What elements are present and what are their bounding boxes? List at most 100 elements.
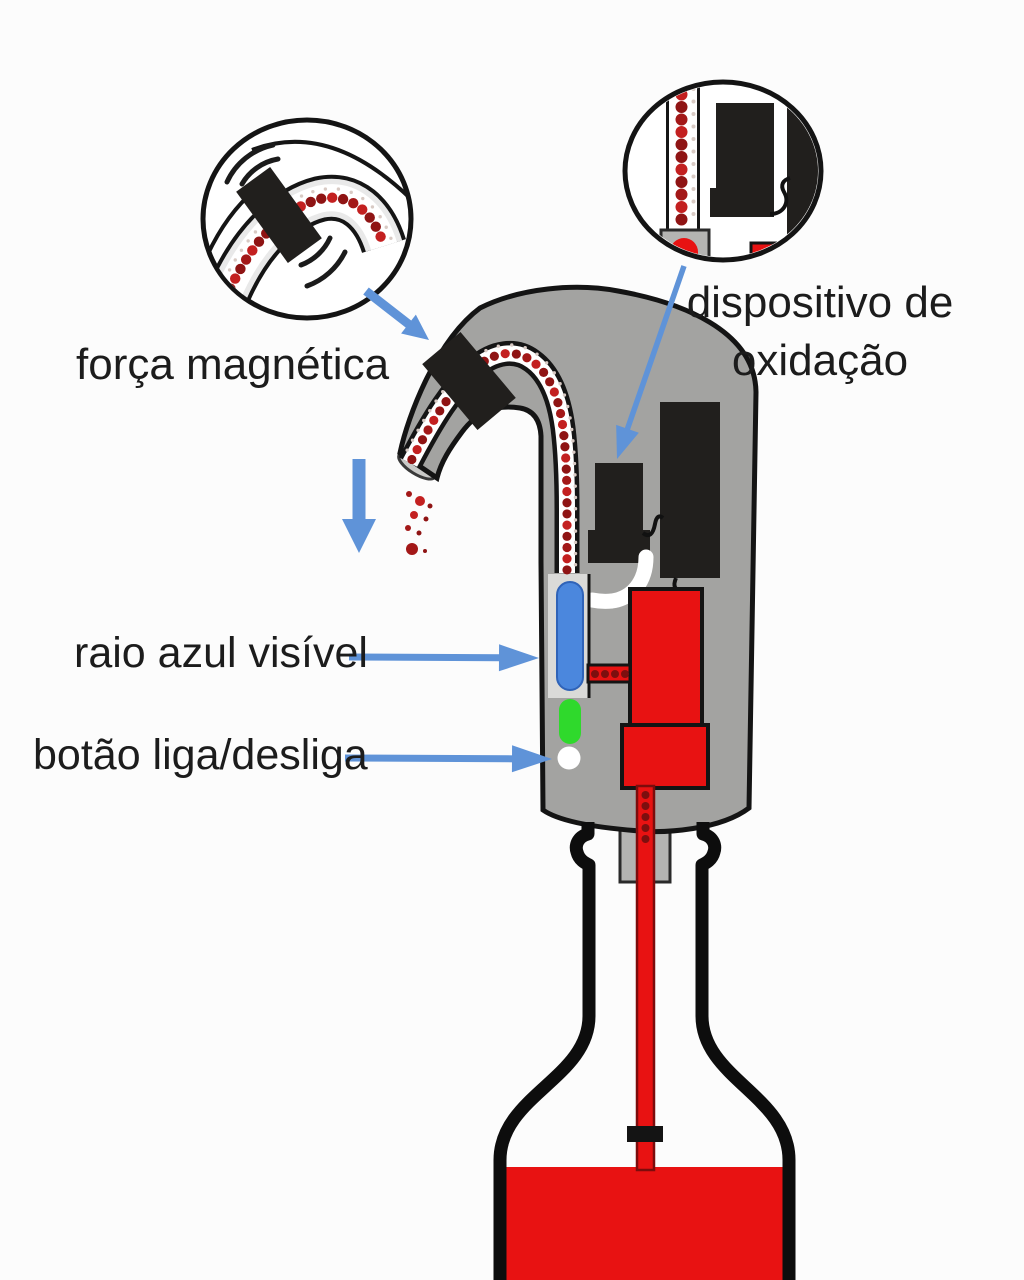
bubble-dot bbox=[691, 174, 696, 179]
wine-droplet bbox=[416, 530, 422, 536]
wine-dot bbox=[641, 813, 650, 821]
label-power-button: botão liga/desliga bbox=[33, 731, 368, 779]
vibration-arc-icon bbox=[298, 235, 333, 268]
wine-droplet bbox=[405, 525, 411, 531]
bubble-dot bbox=[410, 438, 415, 442]
wine-dot bbox=[511, 349, 521, 359]
inset-magnet bbox=[236, 167, 322, 263]
wine-dot bbox=[531, 359, 541, 369]
air-tube bbox=[584, 549, 654, 609]
bubble-dot bbox=[510, 343, 514, 347]
wine-channel bbox=[586, 663, 632, 684]
wine-dot bbox=[562, 520, 572, 530]
wine-dot bbox=[553, 398, 563, 408]
inset-bubbles bbox=[691, 87, 696, 216]
wine-dot bbox=[559, 431, 569, 441]
wine-droplets bbox=[405, 491, 433, 555]
tube-clamp bbox=[627, 1126, 663, 1142]
wine-dot bbox=[407, 454, 417, 465]
wine-dot bbox=[611, 670, 619, 678]
label-oxidation-device-line1: dispositivo de bbox=[686, 278, 954, 327]
bubble-dot bbox=[573, 484, 577, 488]
wine-dot bbox=[675, 138, 688, 151]
wine-dot bbox=[375, 231, 386, 242]
bubble-dot bbox=[523, 346, 527, 350]
vibration-arc-icon bbox=[304, 249, 348, 289]
wine-dot bbox=[641, 802, 650, 810]
pump-valve-block bbox=[620, 723, 710, 790]
wine-droplet bbox=[427, 503, 433, 509]
arrow-head-icon bbox=[401, 314, 429, 340]
bubble-dot bbox=[691, 112, 696, 116]
wine-dot bbox=[621, 670, 629, 678]
arrow-shaft bbox=[363, 287, 414, 330]
wine-dot bbox=[641, 791, 650, 799]
wine-dot bbox=[500, 349, 510, 359]
wine-dot bbox=[441, 397, 451, 407]
vibration-arc-icon bbox=[239, 156, 281, 187]
bubble-dot bbox=[233, 258, 237, 262]
bubble-dot bbox=[573, 551, 578, 556]
bubble-dot bbox=[299, 194, 304, 198]
wine-dot bbox=[429, 415, 439, 425]
intake-tube-dots bbox=[641, 791, 650, 843]
bubble-dot bbox=[361, 196, 365, 201]
wine-dot bbox=[435, 406, 445, 416]
bubble-dot bbox=[496, 344, 501, 348]
bottle-outline-right bbox=[695, 822, 796, 1280]
label-magnetic-force: força magnética bbox=[76, 340, 390, 389]
wine-dot bbox=[641, 835, 650, 843]
inset-oxidation-box bbox=[716, 103, 774, 189]
bubble-dot bbox=[416, 428, 420, 432]
bubble-dot bbox=[349, 190, 353, 195]
bubble-dot bbox=[572, 450, 576, 454]
inset-wine-dots bbox=[675, 85, 688, 226]
oxidation-device-small-box bbox=[595, 463, 643, 533]
wine-droplet bbox=[423, 516, 429, 522]
wine-dot bbox=[641, 824, 650, 832]
bubble-dot bbox=[571, 439, 575, 443]
bubble-dot bbox=[370, 205, 375, 209]
bubble-dot bbox=[544, 361, 549, 365]
bubble-dot bbox=[691, 99, 696, 104]
bubble-dot bbox=[535, 352, 539, 356]
bubble-dot bbox=[568, 416, 572, 420]
wine-dot bbox=[423, 425, 433, 435]
wine-dot bbox=[591, 670, 599, 678]
wine bbox=[506, 1167, 783, 1280]
wine-dot bbox=[522, 353, 532, 363]
wine-dot bbox=[305, 196, 316, 208]
vibration-arc-icon bbox=[224, 142, 276, 185]
wine-dot bbox=[675, 188, 688, 201]
bubble-dot bbox=[378, 214, 382, 219]
wine-dot bbox=[370, 221, 381, 232]
wine-dot bbox=[562, 486, 572, 497]
arrow-head-icon bbox=[616, 424, 639, 459]
wine-dot bbox=[675, 213, 688, 226]
bubble-dot bbox=[573, 518, 578, 522]
bubble-dot bbox=[573, 473, 577, 477]
bubble-dot bbox=[422, 418, 426, 423]
wine-droplet bbox=[415, 496, 425, 506]
bubble-dot bbox=[562, 393, 567, 397]
wine-dot bbox=[348, 197, 359, 209]
wine-dot bbox=[675, 176, 688, 188]
pump bbox=[628, 587, 704, 727]
wine-dot bbox=[489, 351, 499, 361]
wine-dot bbox=[357, 204, 368, 215]
bubble-dot bbox=[428, 409, 432, 413]
blue-led-bar bbox=[556, 581, 584, 691]
wine-dot bbox=[561, 453, 571, 463]
bubble-dot bbox=[552, 371, 556, 375]
wine-dot bbox=[364, 212, 375, 223]
bubble-dot bbox=[691, 187, 696, 191]
wine-dot bbox=[539, 367, 549, 378]
arrow-head-icon bbox=[342, 519, 376, 553]
wine-dot bbox=[557, 419, 568, 430]
wine-dot bbox=[562, 509, 572, 519]
wine-dot bbox=[240, 254, 252, 265]
label-oxidation-device: dispositivo de oxidação bbox=[652, 274, 988, 390]
wine-droplet bbox=[406, 543, 418, 555]
